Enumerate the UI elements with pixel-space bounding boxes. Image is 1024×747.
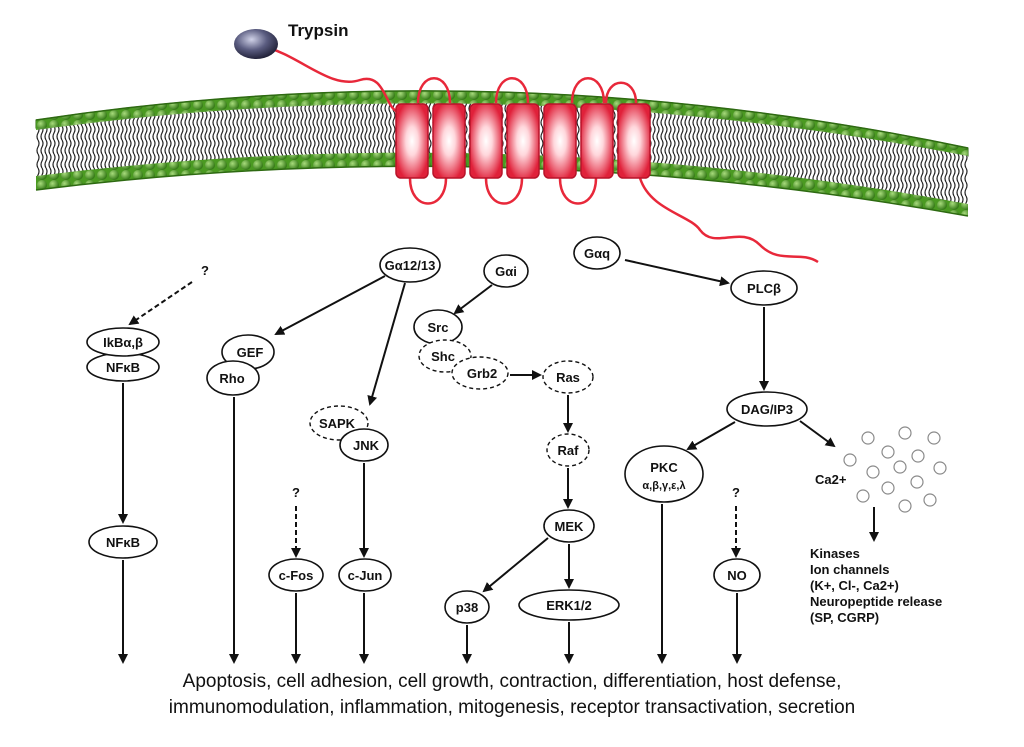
calcium-effects-list: Kinases Ion channels (K+, Cl-, Ca2+) Neu… xyxy=(810,546,942,625)
svg-text:(SP, CGRP): (SP, CGRP) xyxy=(810,610,879,625)
calcium-vesicles-icon xyxy=(843,426,947,513)
receptor-par xyxy=(261,44,819,264)
node-raf: Raf xyxy=(546,433,590,467)
svg-text:c-Jun: c-Jun xyxy=(348,568,383,583)
unknown-activator-no: ? xyxy=(732,485,740,500)
calcium-label: Ca2+ xyxy=(815,472,847,487)
svg-text:Rho: Rho xyxy=(219,371,244,386)
svg-text:Neuropeptide release: Neuropeptide release xyxy=(810,594,942,609)
node-cfos: c-Fos xyxy=(268,558,324,592)
receptor-n-terminus xyxy=(261,44,399,114)
node-erk12: ERK1/2 xyxy=(518,589,620,621)
node-gef-rho: GEF Rho xyxy=(206,334,275,396)
node-nfkb: NFκB xyxy=(88,525,158,559)
node-src-shc-grb2: Src Shc Grb2 xyxy=(413,309,509,390)
svg-text:Src: Src xyxy=(428,320,449,335)
node-gi: Gαi xyxy=(483,254,529,288)
svg-text:GEF: GEF xyxy=(237,345,264,360)
node-plcb: PLCβ xyxy=(730,270,798,306)
cellular-outcomes-line-2: immunomodulation, inflammation, mitogene… xyxy=(168,697,856,718)
svg-text:Gαi: Gαi xyxy=(495,264,517,279)
svg-text:Gαq: Gαq xyxy=(584,246,610,261)
svg-text:p38: p38 xyxy=(456,600,478,615)
node-sapk-jnk: SAPK JNK xyxy=(309,405,389,462)
svg-text:Raf: Raf xyxy=(558,443,580,458)
svg-text:PLCβ: PLCβ xyxy=(747,281,781,296)
svg-text:IkBα,β: IkBα,β xyxy=(103,335,143,350)
unknown-activator-left: ? xyxy=(201,263,209,278)
node-gq: Gαq xyxy=(573,236,621,270)
node-p38: p38 xyxy=(444,590,490,624)
svg-text:Shc: Shc xyxy=(431,349,455,364)
node-pkc: PKC α,β,γ,ε,λ xyxy=(624,445,704,503)
unknown-activator-cfos: ? xyxy=(292,485,300,500)
svg-text:JNK: JNK xyxy=(353,438,380,453)
pathway-arrows xyxy=(118,259,879,664)
svg-text:Grb2: Grb2 xyxy=(467,366,497,381)
node-ras: Ras xyxy=(542,360,594,394)
node-mek: MEK xyxy=(543,509,595,543)
svg-text:Ras: Ras xyxy=(556,370,580,385)
node-g1213: Gα12/13 xyxy=(379,247,441,283)
node-ikb-nfkb-complex: IkBα,β NFκB xyxy=(86,327,160,382)
svg-text:NFκB: NFκB xyxy=(106,360,140,375)
transmembrane-helices xyxy=(395,103,651,179)
svg-text:MEK: MEK xyxy=(555,519,585,534)
svg-text:α,β,γ,ε,λ: α,β,γ,ε,λ xyxy=(642,480,685,492)
svg-text:NFκB: NFκB xyxy=(106,535,140,550)
svg-text:DAG/IP3: DAG/IP3 xyxy=(741,402,793,417)
svg-text:Kinases: Kinases xyxy=(810,546,860,561)
trypsin-label: Trypsin xyxy=(288,21,348,40)
svg-text:Ion channels: Ion channels xyxy=(810,562,889,577)
node-no: NO xyxy=(713,558,761,592)
membrane-bottom-band xyxy=(36,152,968,216)
node-cjun: c-Jun xyxy=(338,558,392,592)
svg-text:(K+, Cl-, Ca2+): (K+, Cl-, Ca2+) xyxy=(810,578,899,593)
svg-text:PKC: PKC xyxy=(650,460,678,475)
svg-text:c-Fos: c-Fos xyxy=(279,568,314,583)
svg-text:SAPK: SAPK xyxy=(319,416,356,431)
node-dag-ip3: DAG/IP3 xyxy=(726,391,808,427)
trypsin-ligand-icon xyxy=(234,29,278,59)
svg-text:ERK1/2: ERK1/2 xyxy=(546,598,592,613)
cellular-outcomes-line-1: Apoptosis, cell adhesion, cell growth, c… xyxy=(182,671,842,692)
receptor-c-terminus xyxy=(638,177,819,264)
svg-text:Gα12/13: Gα12/13 xyxy=(385,258,436,273)
svg-text:NO: NO xyxy=(727,568,747,583)
